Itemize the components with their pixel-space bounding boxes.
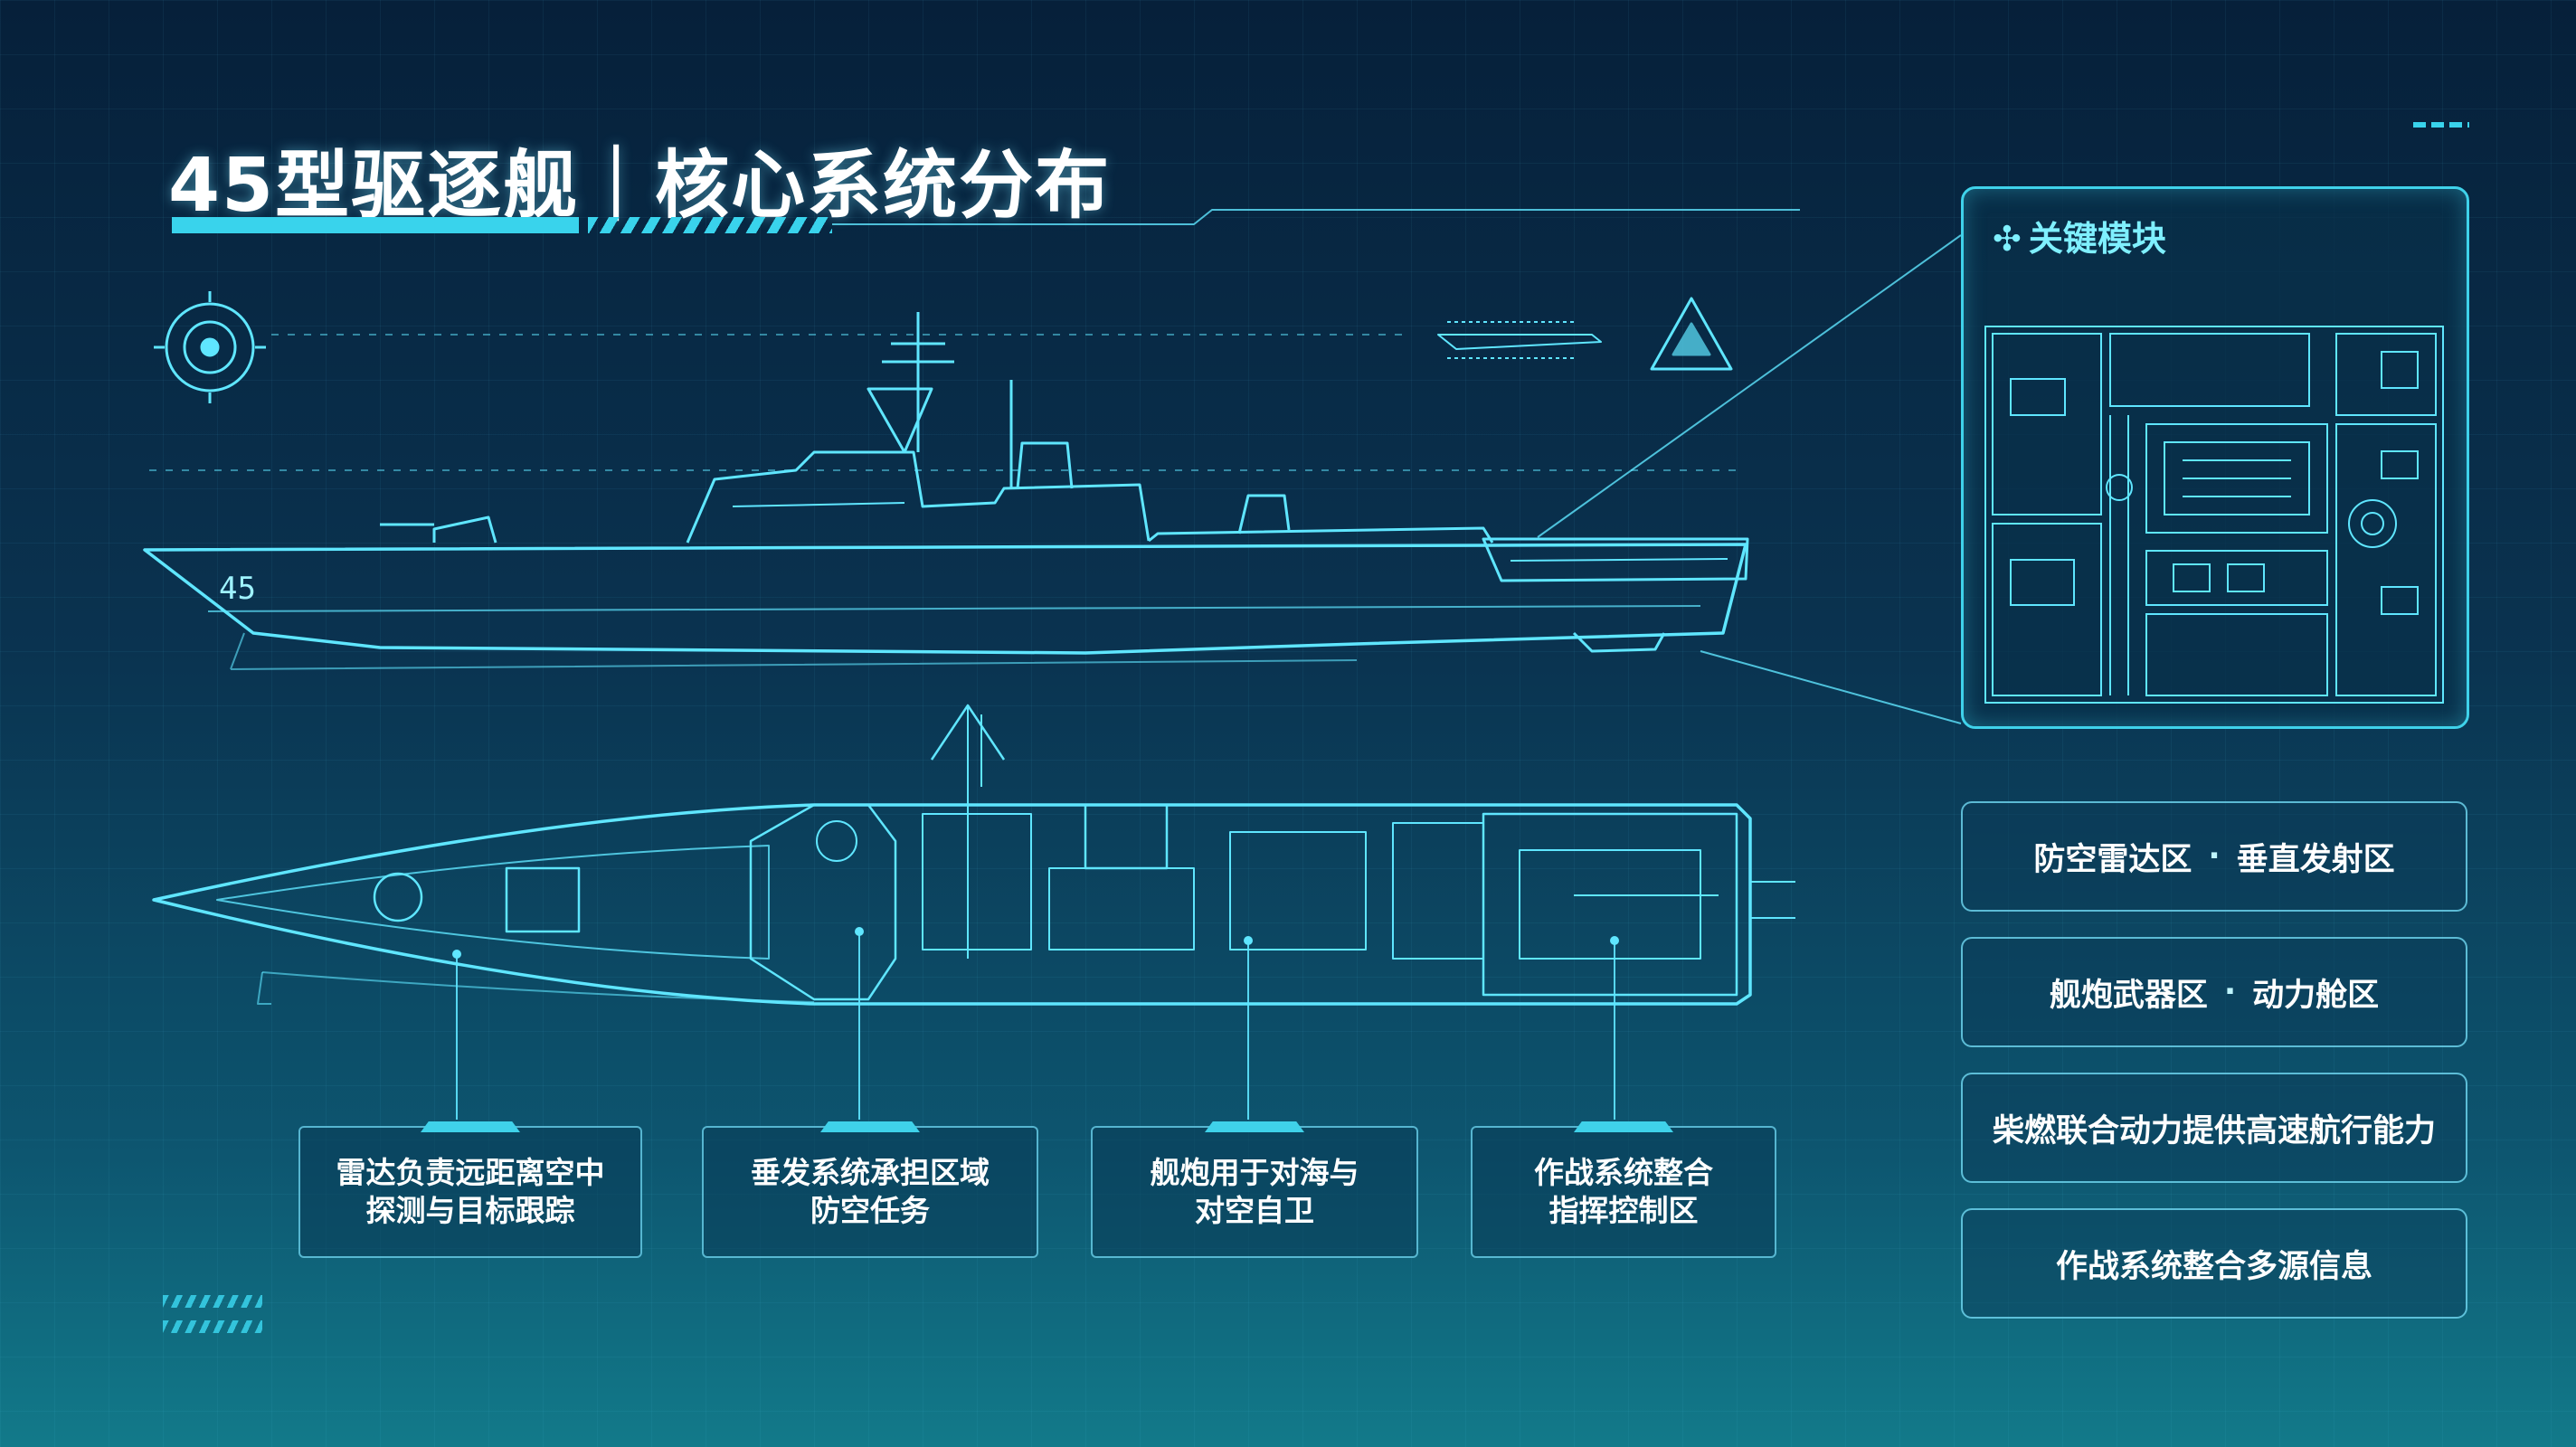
side-item-combat-system: 作战系统整合多源信息 [1961,1208,2467,1319]
inset-panel: ✣关键模块 [1961,186,2469,729]
ship-side-profile [143,312,1749,670]
caption-tick [1574,1121,1673,1132]
side-item-air-defense: 防空雷达区·垂直发射区 [1961,801,2467,912]
triangle-warning-icon [1650,297,1733,371]
inset-title: ✣关键模块 [1993,219,2166,259]
title-stripes [588,217,832,233]
caption-text: 垂发系统承担区域 防空任务 [751,1155,990,1228]
caption-text: 作战系统整合 指挥控制区 [1534,1155,1713,1228]
caption-box-vls: 垂发系统承担区域 防空任务 [702,1121,1038,1258]
target-reticle-icon [154,291,266,403]
caption-text: 雷达负责远距离空中 探测与目标跟踪 [336,1155,605,1228]
leader-lines [456,932,1615,1120]
caption-box-gun: 舰炮用于对海与 对空自卫 [1091,1121,1418,1258]
aircraft-decoration [1437,321,1602,359]
header-line [832,209,1800,225]
inset-floorplan [1984,326,2444,704]
caption-tick [421,1121,520,1132]
caption-box-combat: 作战系统整合 指挥控制区 [1471,1121,1776,1258]
caption-tick [1205,1121,1304,1132]
hatch-decoration [163,1295,262,1308]
side-item-gun-power: 舰炮武器区·动力舱区 [1961,937,2467,1047]
caption-box-radar: 雷达负责远距离空中 探测与目标跟踪 [298,1121,642,1258]
ship-top-view [152,704,1795,1006]
side-item-propulsion: 柴燃联合动力提供高速航行能力 [1961,1073,2467,1183]
page-title: 45型驱逐舰｜核心系统分布 [168,143,1112,229]
caption-tick [820,1121,920,1132]
hull-number: 45 [219,571,256,607]
title-underline [172,217,579,233]
hatch-decoration [163,1320,262,1333]
corner-decoration [2413,122,2469,128]
caption-text: 舰炮用于对海与 对空自卫 [1150,1155,1359,1228]
compass-icon: ✣ [1993,219,2022,259]
